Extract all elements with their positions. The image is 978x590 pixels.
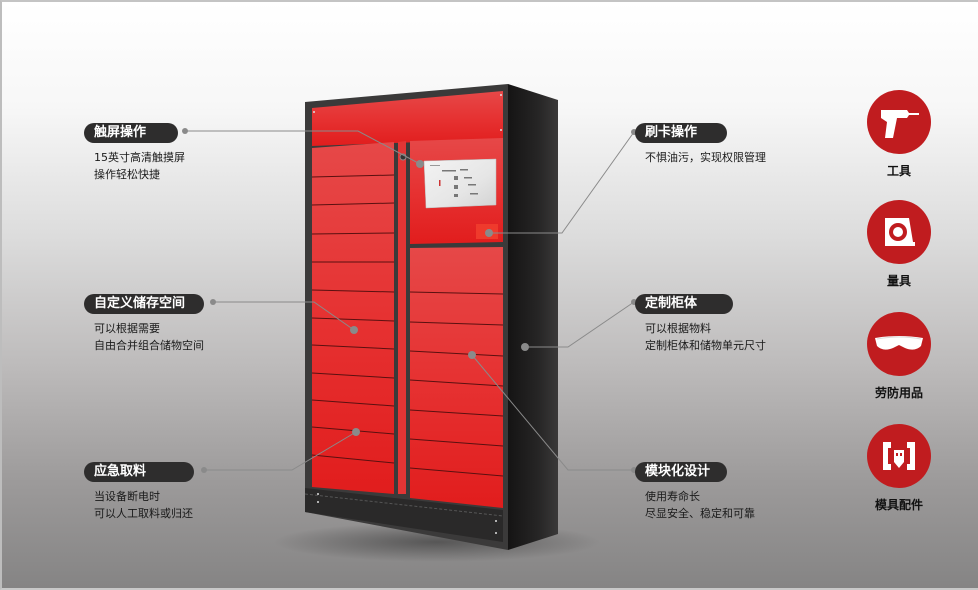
touchscreen-panel (423, 158, 497, 209)
desc-line: 不惧油污，实现权限管理 (645, 151, 766, 164)
callout-title: 自定义储存空间 (84, 294, 204, 314)
mold-part-icon (867, 424, 931, 488)
drill-icon (867, 90, 931, 154)
desc-line: 定制柜体和储物单元尺寸 (645, 339, 766, 352)
callout-modular: 模块化设计 使用寿命长 尽显安全、稳定和可靠 (635, 460, 755, 522)
callout-title: 应急取料 (84, 462, 194, 482)
desc-line: 可以根据需要 (94, 322, 160, 335)
callout-custom-cabinet: 定制柜体 可以根据物料 定制柜体和储物单元尺寸 (635, 292, 766, 354)
desc-line: 尽显安全、稳定和可靠 (645, 507, 755, 520)
callout-title: 触屏操作 (84, 123, 178, 143)
cabinet-base (305, 488, 503, 542)
category-label: 工具 (886, 164, 911, 178)
callout-description: 15英寸高清触摸屏 操作轻松快捷 (94, 149, 185, 183)
callout-custom-storage: 自定义储存空间 可以根据需要 自由合并组合储物空间 (84, 292, 204, 354)
desc-line: 15英寸高清触摸屏 (94, 151, 185, 164)
callout-touchscreen: 触屏操作 15英寸高清触摸屏 操作轻松快捷 (84, 121, 185, 183)
desc-line: 使用寿命长 (645, 490, 700, 503)
callout-description: 当设备断电时 可以人工取料或归还 (94, 488, 194, 522)
callout-description: 不惧油污，实现权限管理 (645, 149, 766, 166)
category-label: 模具配件 (874, 498, 923, 512)
desc-line: 操作轻松快捷 (94, 168, 160, 181)
callout-description: 使用寿命长 尽显安全、稳定和可靠 (645, 488, 755, 522)
callout-emergency: 应急取料 当设备断电时 可以人工取料或归还 (84, 460, 194, 522)
desc-line: 当设备断电时 (94, 490, 160, 503)
callout-title: 定制柜体 (635, 294, 733, 314)
category-ppe: 劳防用品 (859, 312, 939, 401)
category-molds: 模具配件 (859, 424, 939, 513)
callout-card-swipe: 刷卡操作 不惧油污，实现权限管理 (635, 121, 766, 166)
desc-line: 可以人工取料或归还 (94, 507, 193, 520)
desc-line: 自由合并组合储物空间 (94, 339, 204, 352)
right-drawer-column (410, 247, 503, 508)
desc-line: 可以根据物料 (645, 322, 711, 335)
category-tools: 工具 (859, 90, 939, 179)
safety-goggles-icon (867, 312, 931, 376)
callout-description: 可以根据物料 定制柜体和储物单元尺寸 (645, 320, 766, 354)
category-label: 量具 (886, 274, 911, 288)
category-measuring: 量具 (859, 200, 939, 289)
left-drawer-column (312, 142, 394, 494)
callout-description: 可以根据需要 自由合并组合储物空间 (94, 320, 204, 354)
callout-title: 模块化设计 (635, 462, 727, 482)
tape-measure-icon (867, 200, 931, 264)
category-label: 劳防用品 (874, 386, 923, 400)
callout-title: 刷卡操作 (635, 123, 727, 143)
cabinet-side-panel (508, 84, 558, 550)
